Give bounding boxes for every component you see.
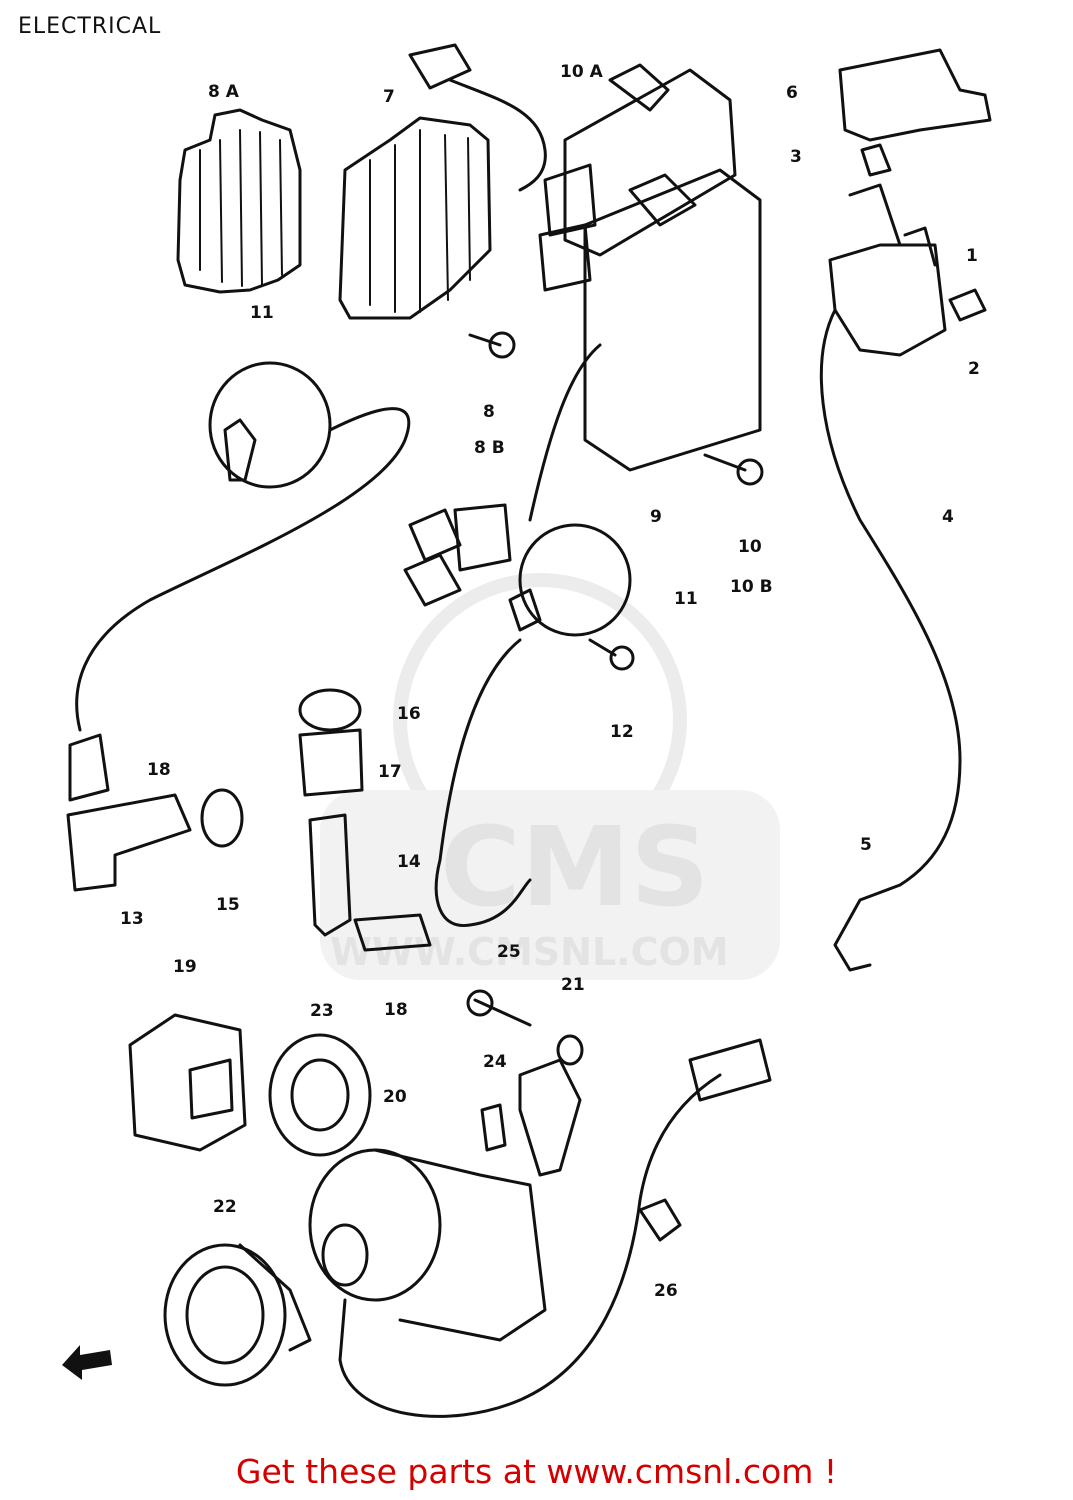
watermark: CMS WWW.CMSNL.COM (320, 573, 780, 980)
callout-8: 8 (483, 402, 495, 422)
callout-5: 5 (860, 835, 872, 855)
callout-13: 13 (120, 909, 144, 929)
callout-8b: 8 B (474, 438, 505, 458)
watermark-brand: CMS (440, 803, 709, 931)
callout-6: 6 (786, 83, 798, 103)
clamp-26 (638, 1198, 682, 1242)
callout-18a: 18 (147, 760, 171, 780)
regulator-8a (176, 108, 302, 294)
callout-17: 17 (378, 762, 402, 782)
callout-10b: 10 B (730, 577, 773, 597)
screw-12 (588, 638, 635, 671)
rectifier-7 (338, 43, 547, 320)
callout-11b: 11 (674, 589, 698, 609)
ignition-coil-11-lower (403, 503, 632, 928)
bolt-10 (703, 453, 764, 486)
plug-cap-center (298, 688, 432, 952)
callout-20: 20 (383, 1087, 407, 1107)
callout-1: 1 (966, 246, 978, 266)
callout-11a: 11 (250, 303, 274, 323)
callout-9: 9 (650, 507, 662, 527)
washer-23 (268, 1033, 372, 1157)
callout-19: 19 (173, 957, 197, 977)
cdi-unit-9 (528, 168, 762, 522)
callout-23: 23 (310, 1001, 334, 1021)
sensor-20 (308, 1038, 772, 1418)
callout-12: 12 (610, 722, 634, 742)
callout-14: 14 (397, 852, 421, 872)
watermark-url: WWW.CMSNL.COM (330, 930, 729, 974)
callout-8a: 8 A (208, 82, 240, 102)
bracket-assembly (466, 989, 584, 1177)
callout-15: 15 (216, 895, 240, 915)
plug-cap-left (66, 733, 244, 892)
callout-16: 16 (397, 704, 421, 724)
bolt-8 (468, 331, 516, 359)
starter-relay-assembly (819, 48, 992, 972)
callout-24: 24 (483, 1052, 507, 1072)
ignition-coil-11-upper (75, 361, 411, 732)
footer-link[interactable]: Get these parts at www.cmsnl.com ! (235, 1452, 838, 1491)
callout-25: 25 (497, 942, 521, 962)
callout-7: 7 (383, 87, 395, 107)
callout-2: 2 (968, 359, 980, 379)
callout-4: 4 (942, 507, 954, 527)
callout-26: 26 (654, 1281, 678, 1301)
callout-3: 3 (790, 147, 802, 167)
boot-22 (163, 1243, 312, 1387)
callout-10a: 10 A (560, 62, 604, 82)
callout-10: 10 (738, 537, 762, 557)
front-arrow-icon (62, 1345, 112, 1380)
page-title: ELECTRICAL (18, 14, 162, 39)
callout-18b: 18 (384, 1000, 408, 1020)
callout-22: 22 (213, 1197, 237, 1217)
cdi-unit-10a (538, 63, 737, 292)
callout-21: 21 (561, 975, 585, 995)
relay-19 (128, 1013, 247, 1152)
